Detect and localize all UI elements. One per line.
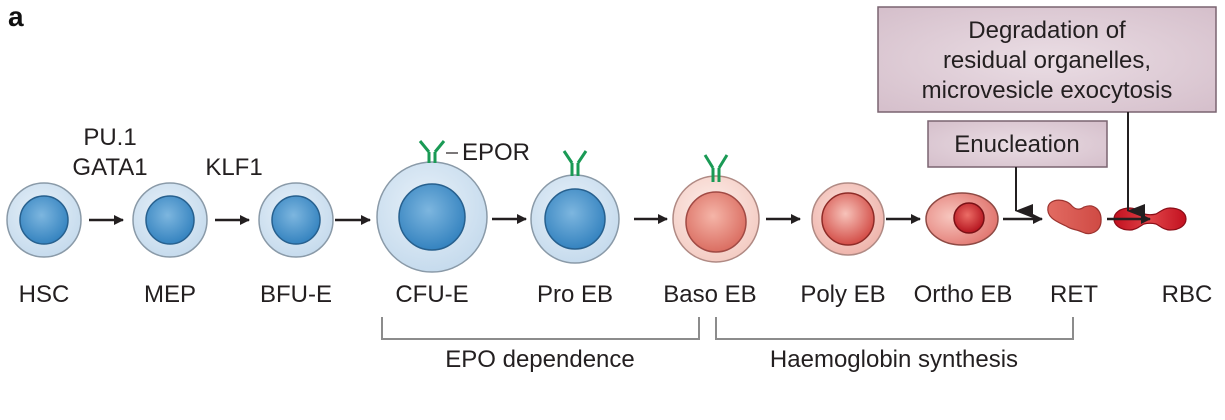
factor-gata1: GATA1 bbox=[72, 154, 147, 181]
stage-label-ortho-eb: Ortho EB bbox=[914, 281, 1013, 308]
cell-ret bbox=[1047, 199, 1102, 235]
stage-label-bfu-e: BFU-E bbox=[260, 281, 332, 308]
cell-cfu-e bbox=[376, 161, 488, 273]
process-enucleation-box: Enucleation bbox=[927, 120, 1108, 168]
cell-baso-eb bbox=[672, 175, 760, 263]
stage-label-pro-eb: Pro EB bbox=[537, 281, 613, 308]
enucleation-label: Enucleation bbox=[954, 131, 1079, 158]
stage-label-baso-eb: Baso EB bbox=[663, 281, 756, 308]
epor-label: EPOR bbox=[462, 139, 530, 166]
cell-hsc bbox=[6, 182, 82, 258]
factor-klf1: KLF1 bbox=[205, 154, 262, 181]
stage-arrows bbox=[89, 214, 1151, 225]
bracket-label-haemoglobin: Haemoglobin synthesis bbox=[770, 346, 1018, 373]
degradation-line-3: microvesicle exocytosis bbox=[922, 77, 1173, 104]
stage-label-hsc: HSC bbox=[19, 281, 70, 308]
bracket-haemoglobin-synthesis bbox=[715, 317, 1074, 340]
stage-label-poly-eb: Poly EB bbox=[800, 281, 885, 308]
bracket-epo-dependence bbox=[381, 317, 700, 340]
factor-pu1: PU.1 bbox=[83, 124, 136, 151]
cell-bfu-e bbox=[258, 182, 334, 258]
cell-ortho-eb bbox=[925, 192, 999, 246]
panel-label: a bbox=[8, 1, 24, 32]
cell-poly-eb bbox=[811, 182, 885, 256]
epor-receptor-pro-eb bbox=[562, 150, 588, 176]
degradation-line-2: residual organelles, bbox=[943, 47, 1151, 74]
epor-receptor-baso-eb bbox=[703, 154, 729, 182]
bracket-label-epo: EPO dependence bbox=[445, 346, 634, 373]
degradation-line-1: Degradation of bbox=[968, 17, 1126, 44]
process-degradation-box: Degradation of residual organelles, micr… bbox=[877, 6, 1217, 113]
stage-label-mep: MEP bbox=[144, 281, 196, 308]
stage-label-ret: RET bbox=[1050, 281, 1098, 308]
cell-pro-eb bbox=[530, 174, 620, 264]
epor-receptor-cfu-e bbox=[418, 140, 446, 163]
cell-mep bbox=[132, 182, 208, 258]
stage-label-cfu-e: CFU-E bbox=[395, 281, 468, 308]
stage-label-rbc: RBC bbox=[1162, 281, 1213, 308]
